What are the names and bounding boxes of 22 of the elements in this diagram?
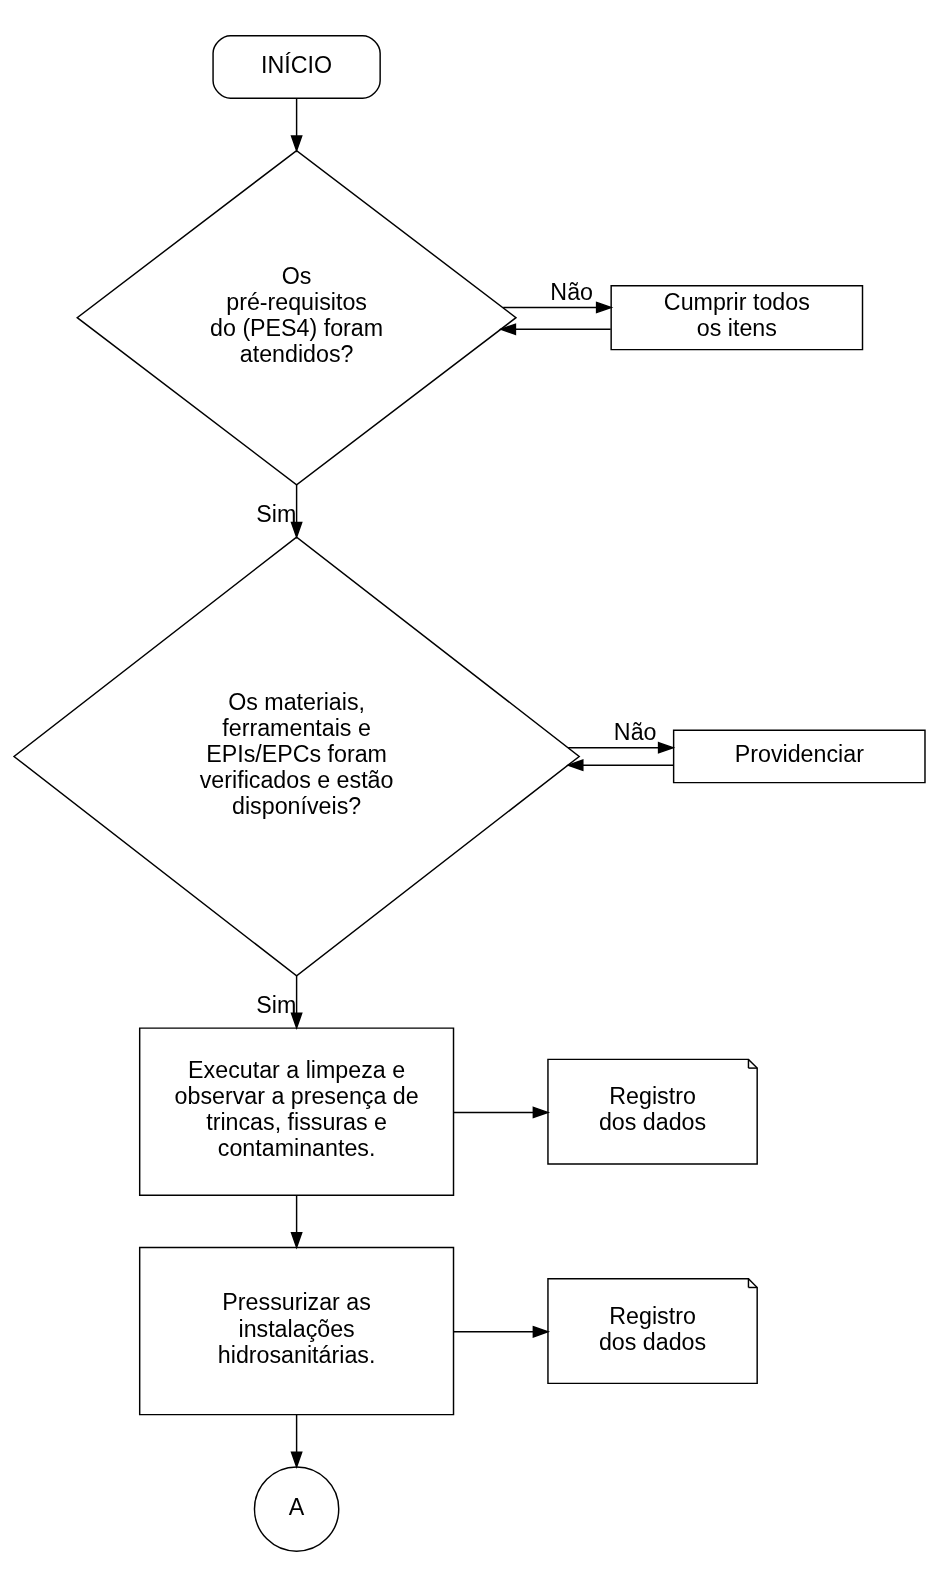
node-box: Providenciar: [672, 729, 926, 783]
arrow: [567, 741, 676, 754]
arrow: [502, 300, 614, 314]
node-box: Executar a limpeza e observar a presença de trincas, fissuras e contaminantes.: [138, 1026, 455, 1196]
edge-label: Não: [550, 278, 593, 305]
arrow: [290, 974, 303, 1030]
node-box: Cumprir todos os itens: [610, 284, 864, 350]
node-box: Pressurizar as instalações hidrosanitárias.: [138, 1246, 455, 1415]
arrow: [453, 1105, 551, 1119]
edge-label: Sim: [256, 500, 297, 527]
node-circle: A: [253, 1465, 340, 1552]
edge-label: Sim: [256, 991, 297, 1018]
arrow: [290, 483, 303, 539]
edge-label: Não: [613, 718, 657, 745]
arrow: [566, 758, 674, 771]
node-diamond: Os materiais, ferramentais e EPIs/EPCs foram verificados e estão disponíveis?: [12, 535, 581, 977]
arrow: [453, 1325, 551, 1338]
arrow: [290, 97, 303, 153]
arrow: [498, 322, 612, 335]
arrow: [290, 1413, 303, 1469]
node-box: INÍCIO: [212, 34, 381, 99]
arrow: [290, 1194, 303, 1250]
